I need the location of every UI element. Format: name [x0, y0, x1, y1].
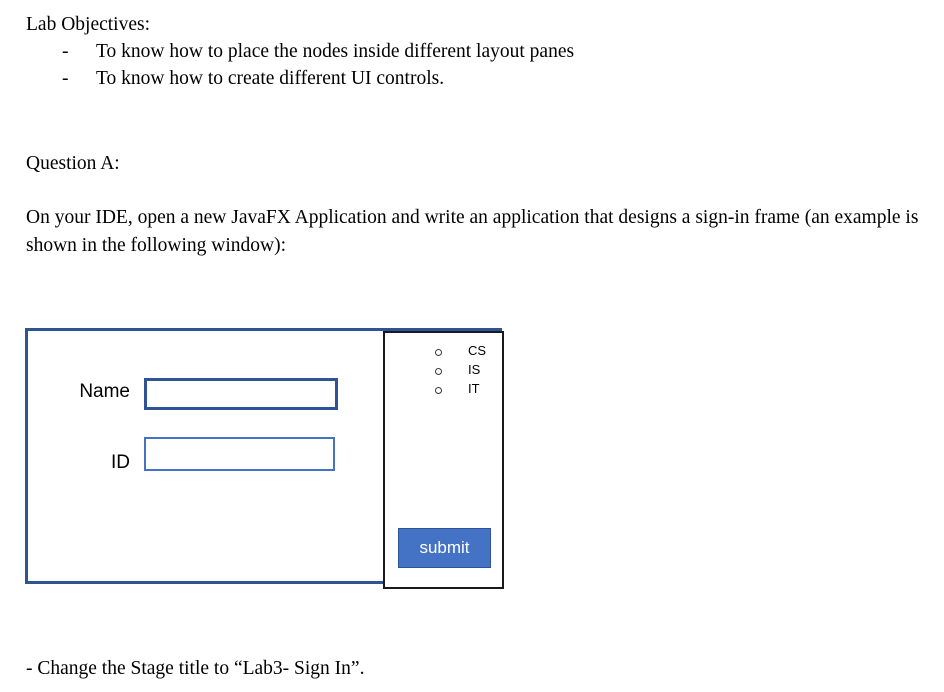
stage-title-note: - Change the Stage title to “Lab3- Sign …	[26, 658, 365, 679]
question-a-heading: Question A:	[26, 153, 120, 174]
radio-option-label: IS	[468, 362, 481, 377]
lab-objectives-heading: Lab Objectives:	[26, 14, 150, 35]
radio-option-is[interactable]: IS	[385, 362, 506, 382]
name-input[interactable]	[144, 378, 338, 410]
radio-circle-icon[interactable]	[435, 349, 442, 356]
submit-button[interactable]: submit	[398, 528, 491, 568]
objective-list-item: - To know how to create different UI con…	[26, 65, 444, 146]
objective-text: To know how to place the nodes inside di…	[96, 41, 575, 62]
bullet-dash: -	[62, 41, 69, 62]
objective-list-item: - To know how to place the nodes inside …	[26, 38, 574, 119]
radio-option-label: IT	[468, 381, 480, 396]
bullet-dash: -	[62, 68, 69, 89]
radio-option-it[interactable]: IT	[385, 381, 506, 401]
id-field-label: ID	[111, 452, 130, 473]
id-input[interactable]	[144, 437, 335, 471]
options-panel: CS IS IT submit	[383, 331, 504, 589]
objective-text: To know how to create different UI contr…	[96, 68, 445, 89]
radio-circle-icon[interactable]	[435, 368, 442, 375]
question-a-body: On your IDE, open a new JavaFX Applicati…	[26, 207, 919, 256]
name-field-label: Name	[79, 381, 130, 402]
radio-circle-icon[interactable]	[435, 387, 442, 394]
radio-option-label: CS	[468, 343, 487, 358]
radio-option-cs[interactable]: CS	[385, 343, 506, 363]
